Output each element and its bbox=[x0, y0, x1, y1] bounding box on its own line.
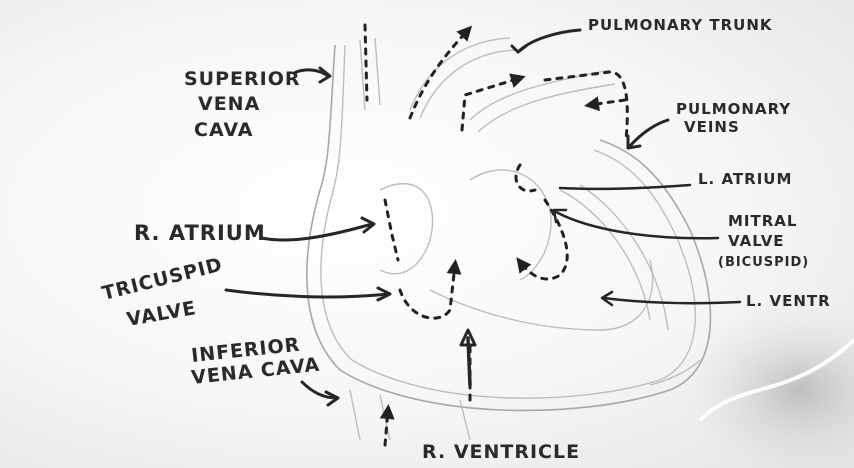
label-pointers bbox=[224, 28, 742, 407]
flow-pulmonary-trunk bbox=[408, 25, 473, 120]
pointer-inferior-vena-cava bbox=[300, 380, 338, 400]
label-r-atrium: R. ATRIUM bbox=[134, 221, 266, 245]
label-mitral-valve-line3: (BICUSPID) bbox=[718, 255, 809, 270]
label-tricuspid-valve-line2: VALVE bbox=[125, 297, 198, 331]
pointer-superior-vena-cava-head bbox=[318, 66, 332, 84]
pointer-pulmonary-veins-head bbox=[626, 134, 642, 150]
flow-lungs-return bbox=[543, 70, 629, 142]
screen-glare-streak bbox=[698, 338, 854, 422]
label-pulmonary-veins-line2: VEINS bbox=[684, 118, 740, 136]
pointer-l-ventricle bbox=[602, 296, 742, 305]
blood-flow-paths bbox=[363, 23, 629, 447]
pointer-pulmonary-trunk-head bbox=[510, 44, 528, 54]
label-tricuspid-valve-line1: TRICUSPID bbox=[100, 254, 225, 305]
pointer-tricuspid-valve-head bbox=[376, 286, 392, 302]
flow-superior-vena-cava bbox=[363, 23, 369, 102]
label-superior-vena-cava-line1: SUPERIOR bbox=[184, 68, 301, 90]
label-pulmonary-trunk: PULMONARY TRUNK bbox=[588, 16, 773, 34]
pointer-mitral-valve-head bbox=[552, 208, 568, 224]
flow-right-ventricle bbox=[398, 259, 462, 320]
flow-left-atrium bbox=[514, 163, 537, 193]
flow-inferior-vena-cava bbox=[379, 404, 395, 447]
pointer-r-atrium bbox=[260, 222, 374, 242]
label-mitral-valve-line2: VALVE bbox=[728, 232, 785, 250]
pointer-r-ventricle-head bbox=[459, 328, 477, 347]
label-superior-vena-cava-line3: CAVA bbox=[194, 119, 253, 141]
flow-left-ventricle bbox=[516, 198, 569, 281]
pointer-r-atrium-head bbox=[360, 216, 376, 234]
screen-glare bbox=[680, 300, 854, 468]
pointer-inferior-vena-cava-head bbox=[324, 390, 340, 407]
pointer-mitral-valve bbox=[554, 210, 720, 240]
pointer-l-ventricle-head bbox=[600, 290, 614, 307]
pointer-pulmonary-veins bbox=[628, 118, 670, 148]
flow-to-lungs bbox=[460, 73, 526, 132]
label-l-atrium: L. ATRIUM bbox=[698, 170, 792, 188]
label-l-ventricle: L. VENTR bbox=[746, 292, 831, 310]
pointer-tricuspid-valve bbox=[224, 288, 390, 299]
flow-pulmonary-veins bbox=[584, 96, 627, 112]
flow-right-atrium bbox=[383, 198, 400, 262]
label-pulmonary-veins-line1: PULMONARY bbox=[676, 100, 791, 118]
label-mitral-valve-line1: MITRAL bbox=[728, 212, 797, 230]
pointer-superior-vena-cava bbox=[294, 68, 330, 78]
pointer-l-atrium bbox=[558, 183, 692, 191]
diagram-labels: PULMONARY TRUNK SUPERIOR VENA CAVA PULMO… bbox=[100, 16, 831, 463]
label-superior-vena-cava-line2: VENA bbox=[198, 93, 260, 115]
heart-outline-sketch bbox=[306, 37, 712, 441]
pointer-pulmonary-trunk bbox=[516, 28, 582, 54]
label-r-ventricle: R. VENTRICLE bbox=[422, 441, 580, 463]
